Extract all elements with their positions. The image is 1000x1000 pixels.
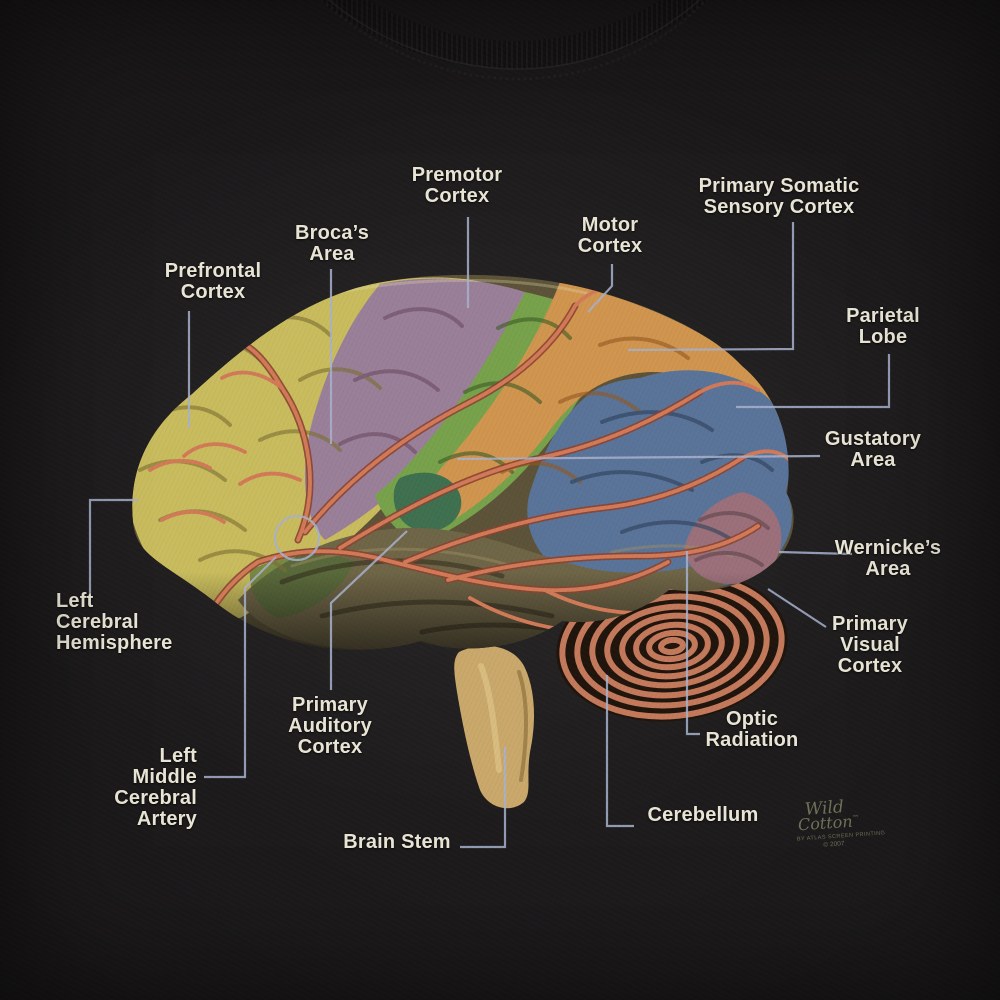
collar-rib-texture	[319, 0, 709, 70]
leader-parietal-lobe	[736, 354, 891, 409]
label-motor-cortex: Motor Cortex	[577, 214, 643, 257]
leader-wernickes-area	[778, 550, 853, 556]
label-primary-somatic-sensory-cortex: Primary Somatic Sensory Cortex	[698, 175, 860, 218]
shirt-collar	[319, 0, 709, 81]
brainstem-highlight	[478, 663, 502, 773]
label-optic-radiation: Optic Radiation	[705, 708, 799, 751]
label-premotor-cortex: Premotor Cortex	[411, 164, 503, 207]
brand-mark: Wild Cotton™ BY ATLAS SCREEN PRINTING © …	[790, 795, 903, 852]
leader-primary-auditory-cortex	[329, 530, 408, 690]
leader-optic-radiation	[685, 551, 700, 736]
label-brain-stem: Brain Stem	[343, 831, 451, 853]
brainstem-body	[454, 645, 535, 809]
leader-primary-visual-cortex	[767, 588, 827, 628]
leader-primary-somatic-sensory-cortex	[627, 222, 795, 352]
leader-gustatory-area	[456, 454, 821, 461]
trademark-symbol: ™	[852, 813, 860, 823]
leader-brain-stem	[460, 747, 507, 849]
label-wernickes-area: Wernicke’s Area	[834, 537, 942, 580]
label-parietal-lobe: Parietal Lobe	[846, 305, 920, 348]
leader-left-cerebral-hemisphere	[88, 498, 138, 594]
label-primary-visual-cortex: Primary Visual Cortex	[832, 613, 908, 677]
leader-left-middle-cerebral-artery	[204, 556, 277, 779]
collar-edge-highlight	[327, 0, 701, 70]
label-prefrontal-cortex: Prefrontal Cortex	[164, 260, 262, 303]
brain-stem-shape	[454, 645, 535, 809]
leader-lines	[88, 217, 891, 849]
label-cerebellum: Cerebellum	[647, 804, 759, 826]
label-left-middle-cerebral-artery: Left Middle Cerebral Artery	[114, 745, 197, 830]
label-primary-auditory-cortex: Primary Auditory Cortex	[288, 694, 372, 758]
collar-stitch-seam	[325, 1, 705, 81]
leader-cerebellum	[605, 675, 634, 828]
brainstem-shadow	[517, 670, 528, 782]
label-left-cerebral-hemisphere: Left Cerebral Hemisphere	[56, 590, 173, 654]
artery-highlight-circle	[273, 514, 321, 562]
label-brocas-area: Broca’s Area	[294, 222, 370, 265]
label-gustatory-area: Gustatory Area	[824, 428, 922, 471]
leader-motor-cortex	[587, 264, 614, 313]
